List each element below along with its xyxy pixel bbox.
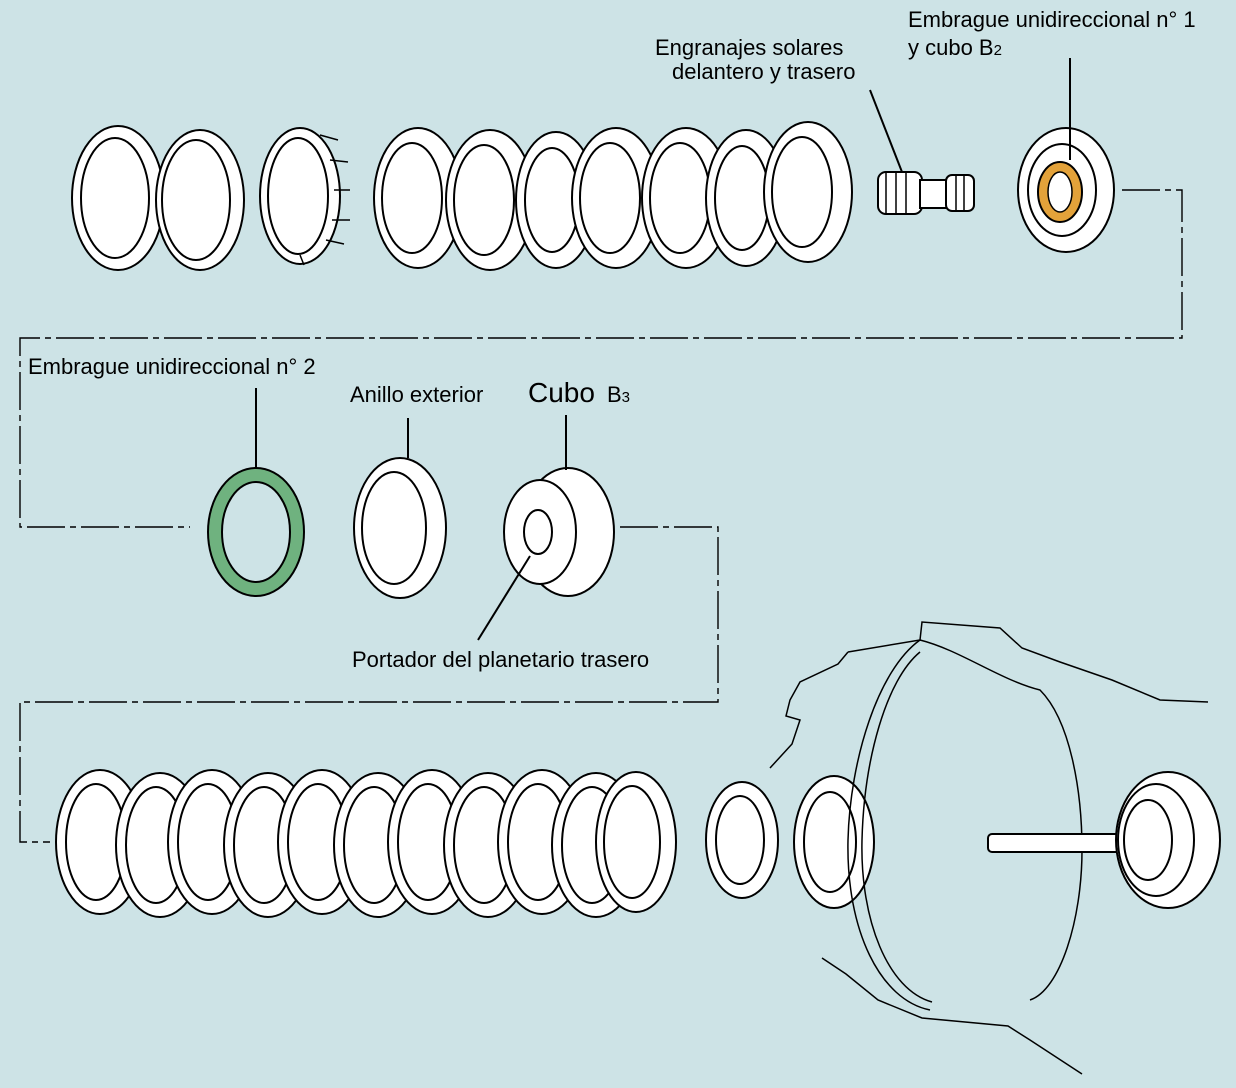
seal-ring-1: [71, 125, 165, 271]
clutch-disc: [445, 129, 535, 271]
labels: Embrague unidireccional n° 1 y cubo B2 E…: [28, 7, 1196, 672]
bearing-race: [793, 775, 875, 909]
one-way-clutch-2: [207, 467, 305, 597]
one-way-clutch-1-and-hub-b2: [1017, 127, 1115, 253]
clutch-pack-row-3: [55, 769, 677, 918]
seal-ring-2: [155, 129, 245, 271]
clutch-disc: [571, 127, 661, 269]
clutch-plate: [763, 121, 853, 263]
transmission-case: [769, 621, 1209, 1075]
label-one-way-clutch-1-line2: y cubo B2: [908, 35, 1002, 60]
label-one-way-clutch-2: Embrague unidireccional n° 2: [28, 354, 316, 379]
hub-b3-and-rear-planetary-carrier: [503, 467, 615, 597]
clutch-plates-row-1: [373, 121, 853, 271]
clutch-plate: [595, 771, 677, 913]
label-outer-race: Anillo exterior: [350, 382, 483, 407]
label-rear-planetary-carrier: Portador del planetario trasero: [352, 647, 649, 672]
output-shaft: [987, 771, 1221, 909]
flow-connector-lines: [19, 189, 1183, 843]
clutch-plate: [373, 127, 463, 269]
outer-race: [353, 457, 447, 599]
row-1-parts: [71, 121, 1115, 271]
leader-lines: [255, 58, 1071, 641]
sun-gears-shaft: [877, 171, 975, 215]
label-sun-gears-line1: Engranajes solares: [655, 35, 843, 60]
clutch-plate: [641, 127, 731, 269]
thrust-bearing: [705, 781, 779, 899]
label-sun-gears-line2: delantero y trasero: [672, 59, 855, 84]
row-3-parts: [55, 621, 1221, 1075]
label-one-way-clutch-1-line1: Embrague unidireccional n° 1: [908, 7, 1196, 32]
clutch-disc: [705, 129, 787, 267]
retainer-ring: [259, 127, 350, 266]
row-2-parts: [207, 457, 615, 599]
